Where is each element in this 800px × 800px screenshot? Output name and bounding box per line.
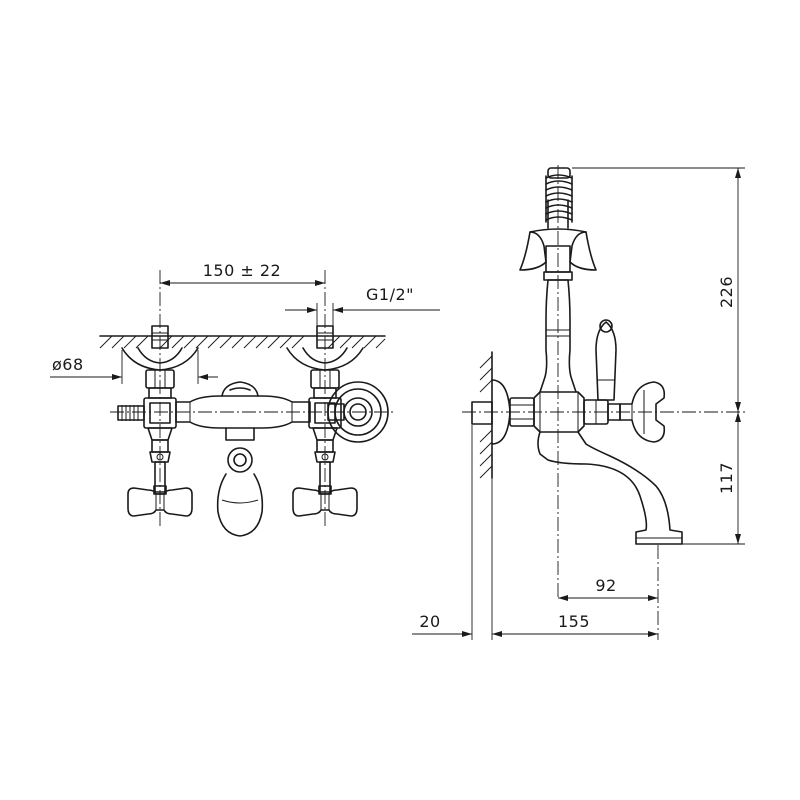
projection-label: 155 bbox=[558, 612, 590, 631]
left-valve-block bbox=[143, 397, 177, 493]
side-lever-handle bbox=[595, 319, 617, 401]
dim-thread: G1/2" bbox=[285, 285, 440, 326]
dim-projection: 155 bbox=[492, 612, 658, 637]
hose-connector bbox=[117, 405, 145, 421]
right-valve-block bbox=[308, 397, 342, 493]
total-height-label: 226 bbox=[717, 276, 736, 308]
dim-spout-height: 117 bbox=[682, 412, 745, 545]
side-view: 226 117 92 155 20 bbox=[412, 165, 745, 640]
thread-label: G1/2" bbox=[366, 285, 414, 304]
dim-spout-offset: 92 bbox=[558, 576, 658, 601]
side-hose-spring bbox=[545, 167, 573, 223]
dim-spacing: 150 ± 22 bbox=[160, 261, 325, 286]
dim-wall-gap: 20 bbox=[412, 612, 512, 637]
wall-gap-label: 20 bbox=[419, 612, 440, 631]
front-view: 150 ± 22 G1/2" ø68 bbox=[50, 261, 440, 537]
wall-front bbox=[99, 335, 386, 349]
mixer-body bbox=[175, 395, 311, 429]
right-cross-handle bbox=[292, 485, 358, 517]
hand-shower-holder bbox=[327, 381, 389, 443]
left-connector bbox=[145, 325, 175, 399]
diverter-knob bbox=[221, 381, 259, 397]
side-cross-handle bbox=[619, 381, 666, 443]
dim-flange-diameter: ø68 bbox=[50, 350, 218, 384]
flange-diameter-label: ø68 bbox=[52, 355, 84, 374]
side-spout bbox=[537, 431, 683, 545]
side-shower-cradle bbox=[519, 199, 597, 273]
left-cross-handle bbox=[127, 485, 193, 517]
spacing-label: 150 ± 22 bbox=[203, 261, 281, 280]
spout-height-label: 117 bbox=[717, 462, 736, 494]
right-connector bbox=[310, 325, 340, 399]
dim-total-height: 226 bbox=[572, 167, 745, 412]
wall-side bbox=[479, 351, 493, 479]
spout-offset-label: 92 bbox=[595, 576, 616, 595]
front-spout bbox=[216, 427, 264, 537]
